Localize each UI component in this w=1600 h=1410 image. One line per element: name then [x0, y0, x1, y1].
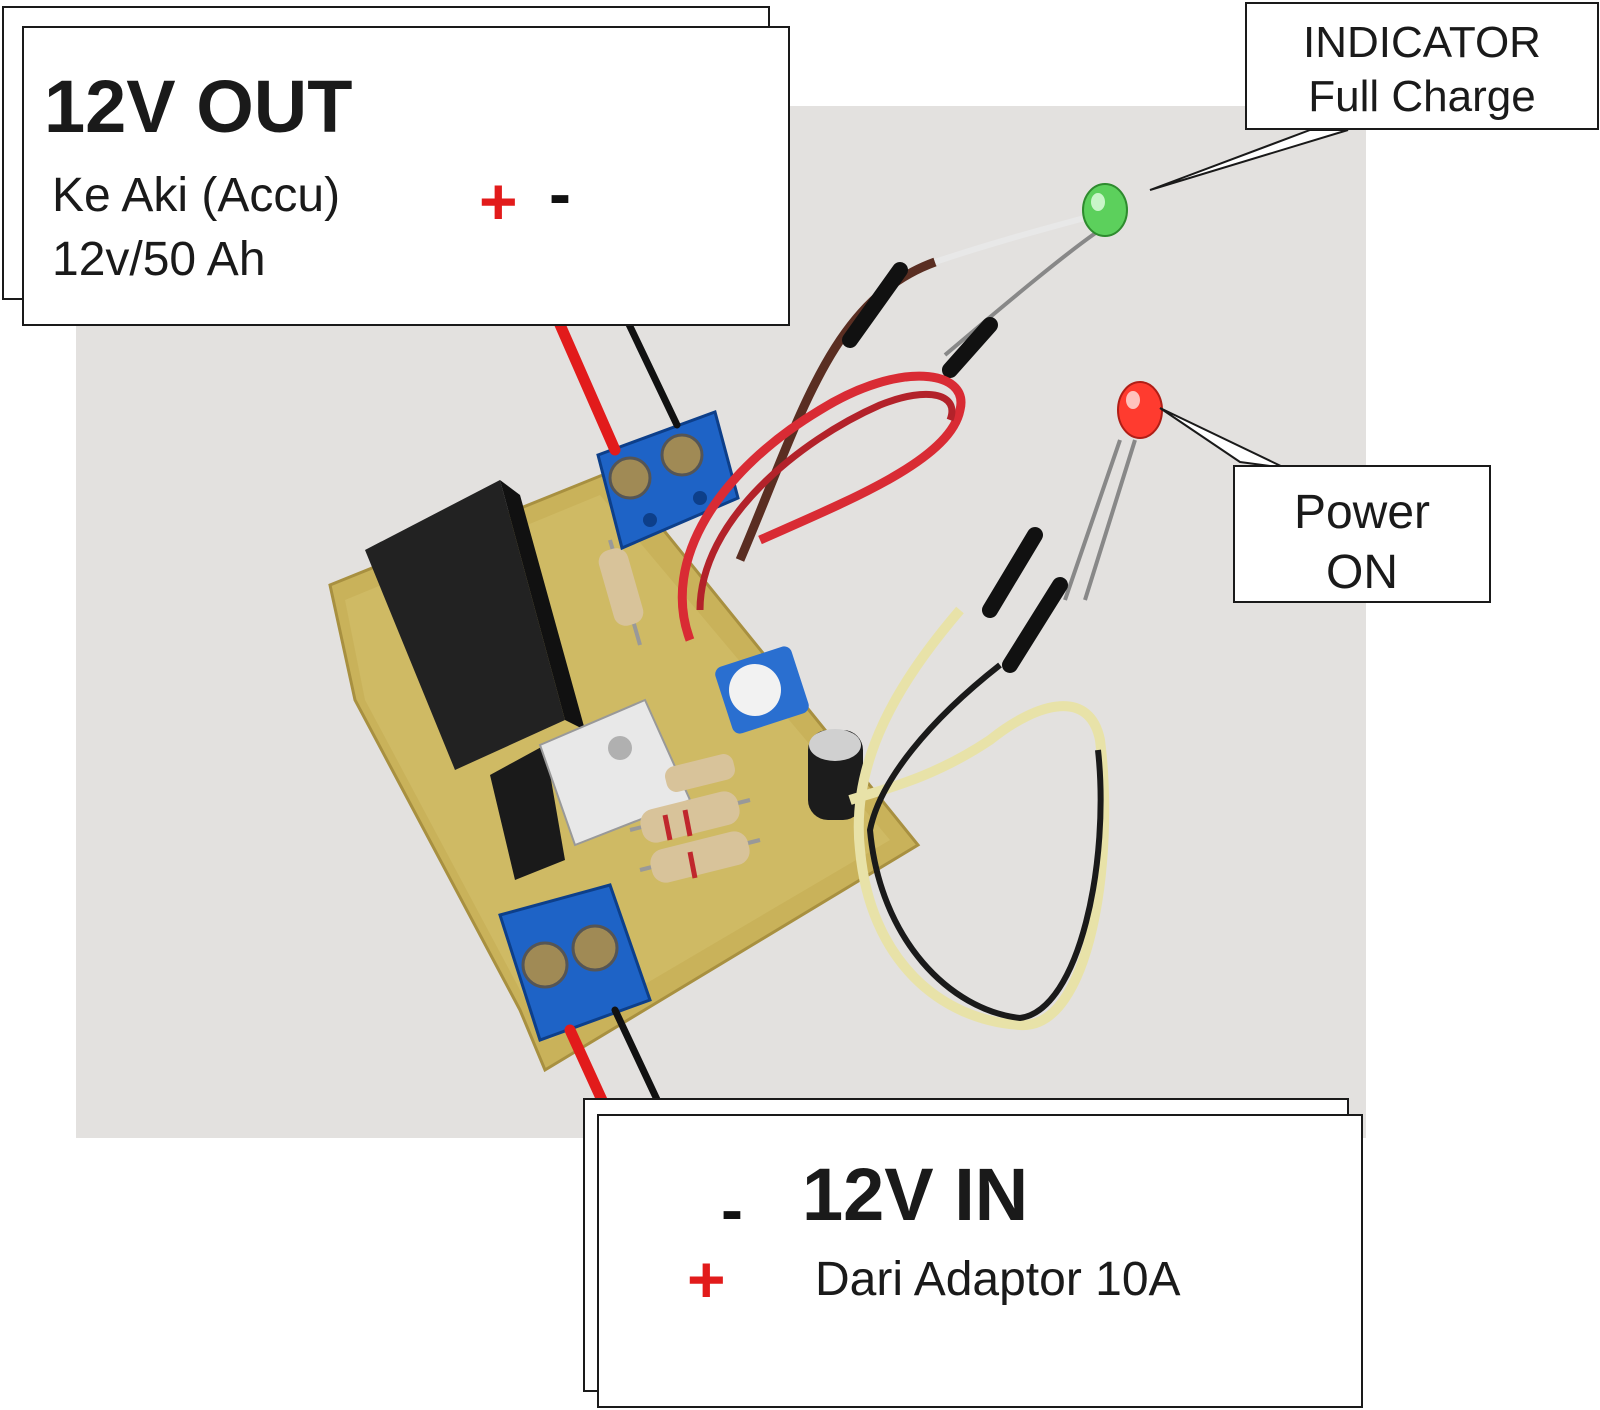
output-card: 12V OUT Ke Aki (Accu) 12v/50 Ah + -	[22, 26, 790, 326]
yellow-wire-loop	[848, 606, 1110, 1031]
power-card: Power ON	[1233, 465, 1491, 603]
resistor-icon	[598, 539, 761, 883]
power-line-1: Power	[1293, 486, 1431, 539]
output-plus-sign: +	[479, 164, 518, 238]
output-title: 12V OUT	[44, 65, 353, 148]
output-line-1: Ke Aki (Accu)	[52, 169, 341, 222]
red-wire-loop	[677, 371, 966, 642]
indicator-callout-pointer	[1149, 129, 1349, 191]
trimpot-icon	[715, 646, 809, 734]
power-callout-pointer	[1159, 407, 1286, 469]
black-wire-loop	[866, 662, 1104, 1022]
input-title: 12V IN	[802, 1153, 1029, 1236]
heat-shrink	[842, 262, 908, 348]
indicator-card: INDICATOR Full Charge	[1245, 2, 1599, 130]
heat-shrink	[982, 527, 1043, 618]
indicator-line-1: INDICATOR	[1303, 18, 1541, 67]
heat-shrink	[942, 317, 998, 378]
red-wire-loop	[696, 390, 956, 611]
terminal-block-icon	[596, 410, 740, 551]
heat-shrink	[1002, 577, 1068, 673]
green-led-wire-white	[934, 212, 1096, 265]
green-led-leg	[943, 228, 1102, 357]
output-minus-sign: -	[549, 156, 571, 230]
indicator-line-2: Full Charge	[1308, 72, 1536, 121]
green-led-icon	[1082, 183, 1128, 237]
terminal-block-icon	[498, 883, 652, 1042]
output-line-2: 12v/50 Ah	[52, 233, 266, 286]
red-led-leg	[1083, 439, 1137, 601]
power-line-2: ON	[1326, 546, 1398, 599]
red-led-icon	[1117, 381, 1163, 439]
input-line-1: Dari Adaptor 10A	[815, 1253, 1181, 1306]
regulator-icon	[490, 698, 692, 880]
input-plus-sign: +	[687, 1242, 726, 1316]
input-card: 12V IN Dari Adaptor 10A + -	[597, 1114, 1363, 1408]
relay-icon	[365, 480, 585, 770]
red-led-leg	[1063, 439, 1122, 601]
input-minus-sign: -	[721, 1172, 743, 1246]
